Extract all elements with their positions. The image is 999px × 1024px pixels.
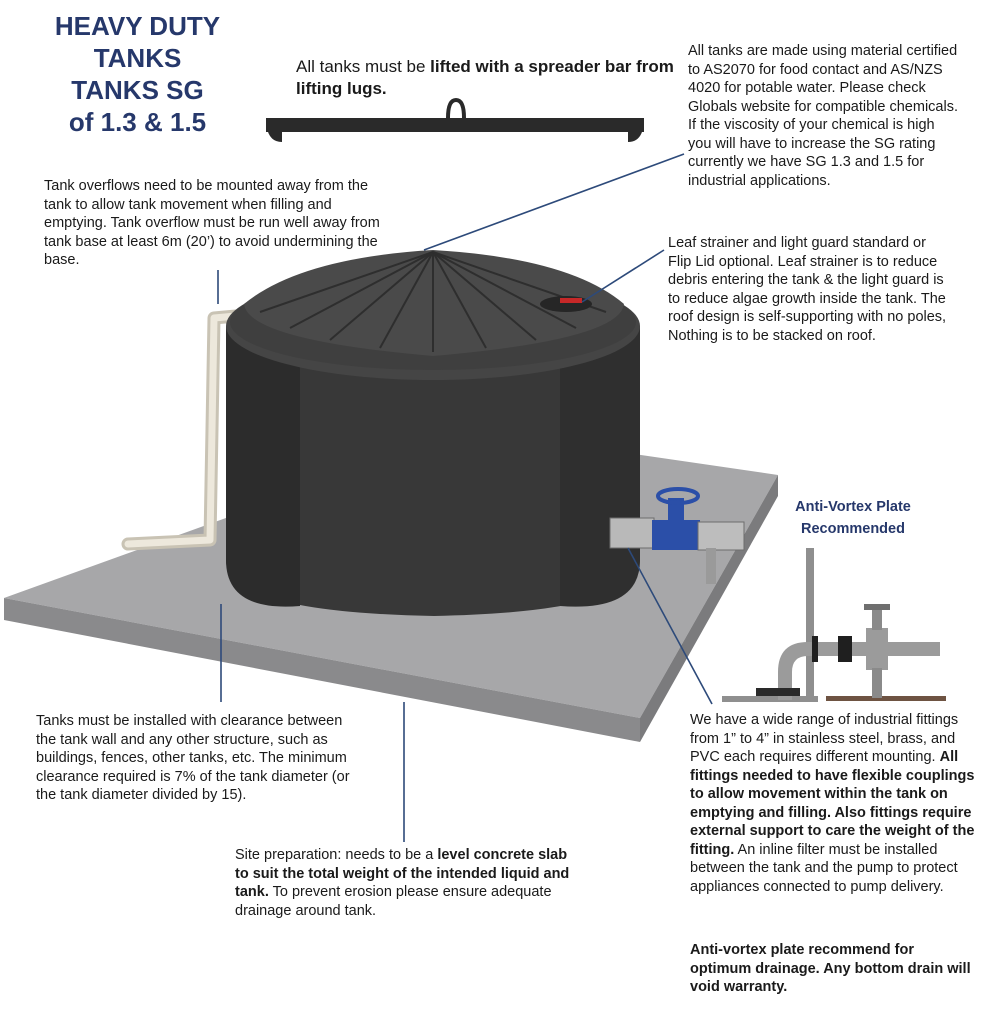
tank <box>226 250 640 616</box>
overflow-note: Tank overflows need to be mounted away f… <box>44 178 380 268</box>
material-note: All tanks are made using material certif… <box>688 43 958 189</box>
site-note-plain: To prevent erosion please ensure adequat… <box>235 884 552 919</box>
fittings-note-plain: We have a wide range of industrial fitti… <box>690 712 959 765</box>
outlet-valve-assembly <box>609 487 745 584</box>
anti-vortex-title: Anti-Vortex Plate Recommended <box>768 496 938 540</box>
anti-vortex-title-line: Recommended <box>801 521 905 537</box>
overflow-pipe <box>121 309 243 551</box>
page-title: HEAVY DUTY TANKS TANKS SG of 1.3 & 1.5 <box>30 10 245 138</box>
title-line: HEAVY DUTY <box>54 11 221 41</box>
spreader-bar-note: All tanks must be lifted with a spreader… <box>296 56 676 100</box>
fittings-note-bold: All fittings needed to have flexible cou… <box>690 749 975 858</box>
fittings-note: We have a wide range of industrial fitti… <box>690 711 975 896</box>
clearance-note: Tanks must be installed with clearance b… <box>36 713 350 803</box>
title-line: TANKS <box>93 43 182 73</box>
site-note-bold: level concrete slab to suit the total we… <box>235 847 570 900</box>
title-line: TANKS SG <box>71 75 204 105</box>
fittings-note-plain: An inline filter must be installed betwe… <box>690 841 958 895</box>
leader-lines <box>217 153 713 842</box>
anti-vortex-title-line: Anti-Vortex Plate <box>795 499 911 515</box>
anti-vortex-diagram <box>722 548 946 702</box>
spreader-bar-note-plain: All tanks must be <box>296 57 431 76</box>
site-preparation-note: Site preparation: needs to be a level co… <box>235 846 575 920</box>
leaf-strainer-note: Leaf strainer and light guard standard o… <box>668 235 947 344</box>
spreader-bar-note-bold: lifted with a spreader bar from lifting … <box>296 57 674 98</box>
anti-vortex-note: Anti-vortex plate recommend for optimum … <box>690 942 971 995</box>
spreader-bar <box>266 97 644 142</box>
site-note-plain: Site preparation: needs to be a <box>235 847 438 863</box>
title-line: of 1.3 & 1.5 <box>68 107 207 137</box>
